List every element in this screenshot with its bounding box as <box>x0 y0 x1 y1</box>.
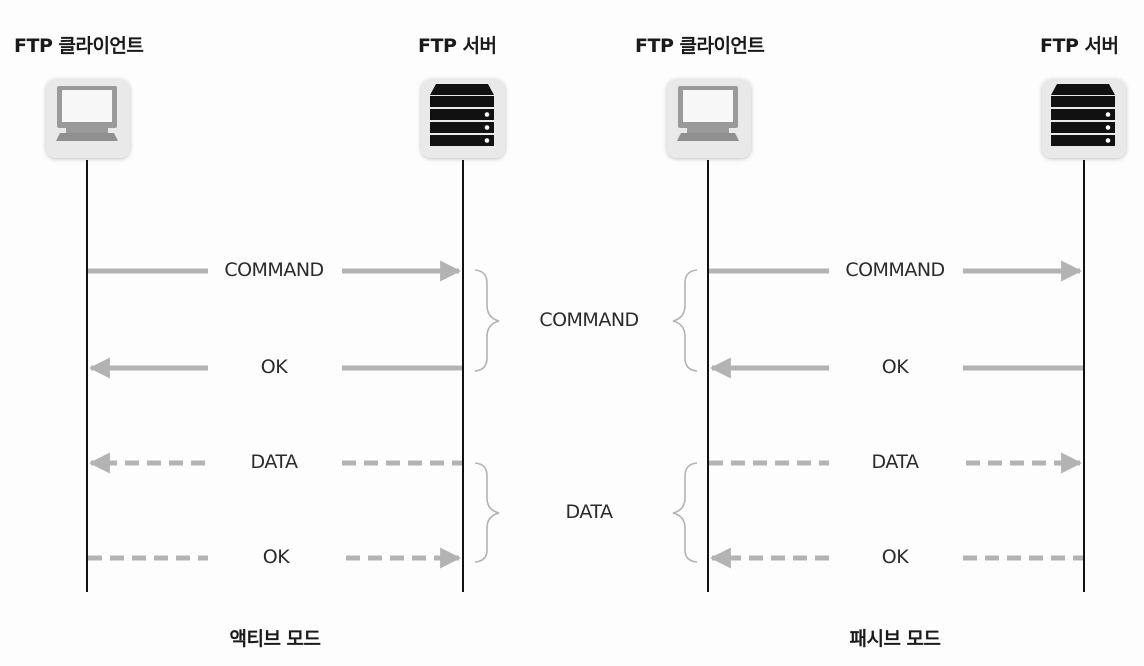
ok-message-label: OK <box>881 546 909 568</box>
data-group-label: DATA <box>565 501 613 523</box>
server-title: FTP 서버 <box>418 35 497 57</box>
client-computer-icon <box>46 79 130 158</box>
passive-mode-caption: 패시브 모드 <box>849 628 941 650</box>
server-rack-icon <box>421 79 505 158</box>
data-brace <box>474 462 500 563</box>
active-mode-caption: 액티브 모드 <box>229 628 321 650</box>
data-brace <box>672 462 698 563</box>
client-title: FTP 클라이언트 <box>14 35 144 57</box>
server-rack-icon <box>1042 79 1126 158</box>
ok-message-label: OK <box>260 356 288 378</box>
client-title: FTP 클라이언트 <box>635 35 765 57</box>
client-computer-icon <box>667 79 751 158</box>
data-message-label: DATA <box>871 451 919 473</box>
server-title: FTP 서버 <box>1040 35 1119 57</box>
data-message-label: DATA <box>250 451 298 473</box>
command-group-label: COMMAND <box>539 309 639 331</box>
command-message-label: COMMAND <box>845 259 945 281</box>
command-message-label: COMMAND <box>224 259 324 281</box>
command-brace <box>672 269 698 372</box>
ok-message-label: OK <box>262 546 290 568</box>
command-brace <box>474 269 500 372</box>
ok-message-label: OK <box>881 356 909 378</box>
